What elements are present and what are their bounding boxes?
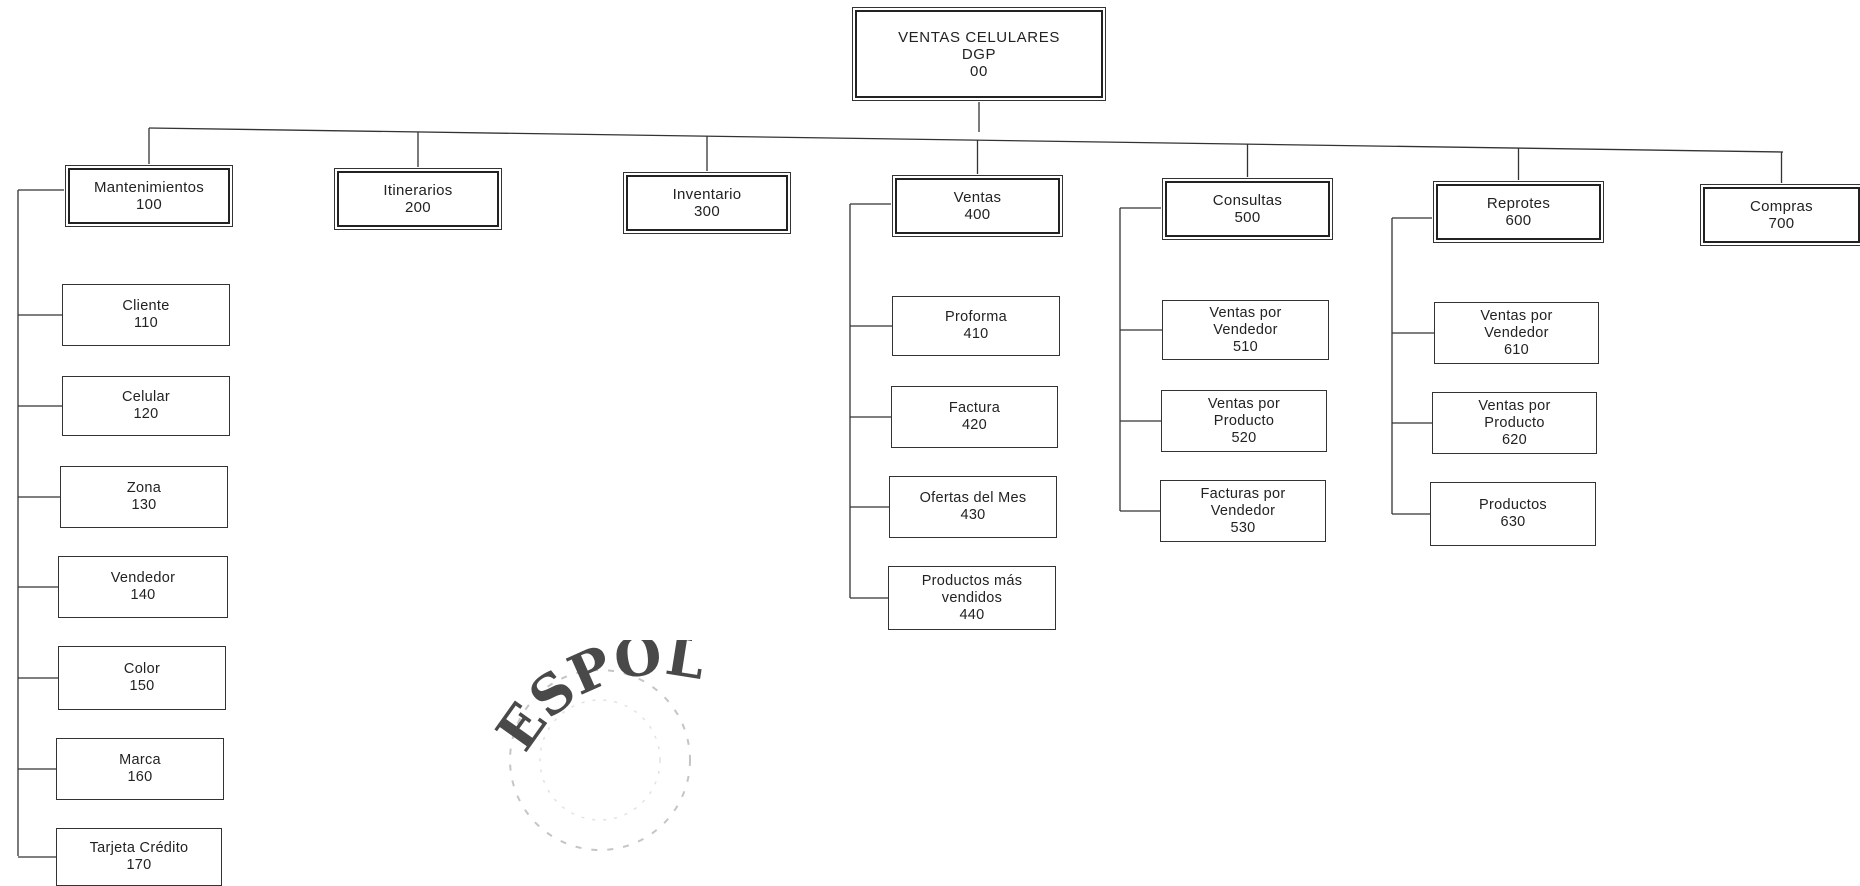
child-node-430: Ofertas del Mes 430	[889, 476, 1057, 538]
node-200: Itinerarios 200	[334, 168, 502, 230]
espol-seal-stamp: ESPOL	[483, 640, 709, 851]
child-node-630: Productos 630	[1430, 482, 1596, 546]
child-node-140: Vendedor 140	[58, 556, 228, 618]
child-node-170-label: Tarjeta Crédito 170	[89, 840, 189, 873]
child-node-410: Proforma 410	[892, 296, 1060, 356]
child-node-120-label: Celular 120	[121, 389, 171, 422]
child-node-510-label: Ventas por Vendedor 510	[1209, 304, 1282, 355]
node-300-label: Inventario 300	[672, 186, 742, 220]
node-600-label: Reprotes 600	[1486, 195, 1551, 229]
child-node-620-label: Ventas por Producto 620	[1478, 397, 1551, 448]
node-300: Inventario 300	[623, 172, 791, 234]
child-node-530: Facturas por Vendedor 530	[1160, 480, 1326, 542]
child-node-610: Ventas por Vendedor 610	[1434, 302, 1599, 364]
child-node-160: Marca 160	[56, 738, 224, 800]
child-node-410-label: Proforma 410	[944, 309, 1008, 342]
child-node-430-label: Ofertas del Mes 430	[919, 490, 1027, 523]
node-600: Reprotes 600	[1433, 181, 1604, 243]
child-node-520-label: Ventas por Producto 520	[1207, 395, 1281, 446]
child-node-610-label: Ventas por Vendedor 610	[1480, 307, 1553, 358]
child-node-620: Ventas por Producto 620	[1432, 392, 1597, 454]
child-node-150-label: Color 150	[123, 661, 161, 694]
child-node-630-label: Productos 630	[1479, 497, 1547, 530]
child-node-130-label: Zona 130	[126, 480, 162, 513]
node-400: Ventas 400	[892, 175, 1063, 237]
child-node-170: Tarjeta Crédito 170	[56, 828, 222, 886]
node-200-label: Itinerarios 200	[383, 182, 453, 216]
child-node-160-label: Marca 160	[119, 752, 161, 785]
child-node-110-label: Cliente 110	[122, 298, 170, 331]
node-100: Mantenimientos 100	[65, 165, 233, 227]
node-700-label: Compras 700	[1750, 198, 1813, 232]
stamp-text: ESPOL	[483, 640, 709, 762]
child-node-120: Celular 120	[62, 376, 230, 436]
child-node-420: Factura 420	[891, 386, 1058, 448]
node-500-label: Consultas 500	[1212, 192, 1283, 226]
child-node-110: Cliente 110	[62, 284, 230, 346]
child-node-420-label: Factura 420	[948, 400, 1001, 433]
root-node: VENTAS CELULARES DGP 00	[852, 7, 1106, 101]
child-node-510: Ventas por Vendedor 510	[1162, 300, 1329, 360]
child-node-440-label: Productos más vendidos 440	[921, 572, 1023, 623]
child-node-440: Productos más vendidos 440	[888, 566, 1056, 630]
node-700: Compras 700	[1700, 184, 1860, 246]
child-node-150: Color 150	[58, 646, 226, 710]
node-400-label: Ventas 400	[953, 189, 1002, 223]
root-node-label: VENTAS CELULARES DGP 00	[898, 28, 1060, 80]
child-node-530-label: Facturas por Vendedor 530	[1200, 485, 1286, 536]
node-100-label: Mantenimientos 100	[93, 179, 205, 213]
child-node-520: Ventas por Producto 520	[1161, 390, 1327, 452]
level1-bus-line	[148, 127, 1784, 153]
child-node-130: Zona 130	[60, 466, 228, 528]
node-500: Consultas 500	[1162, 178, 1333, 240]
child-node-140-label: Vendedor 140	[110, 570, 176, 603]
